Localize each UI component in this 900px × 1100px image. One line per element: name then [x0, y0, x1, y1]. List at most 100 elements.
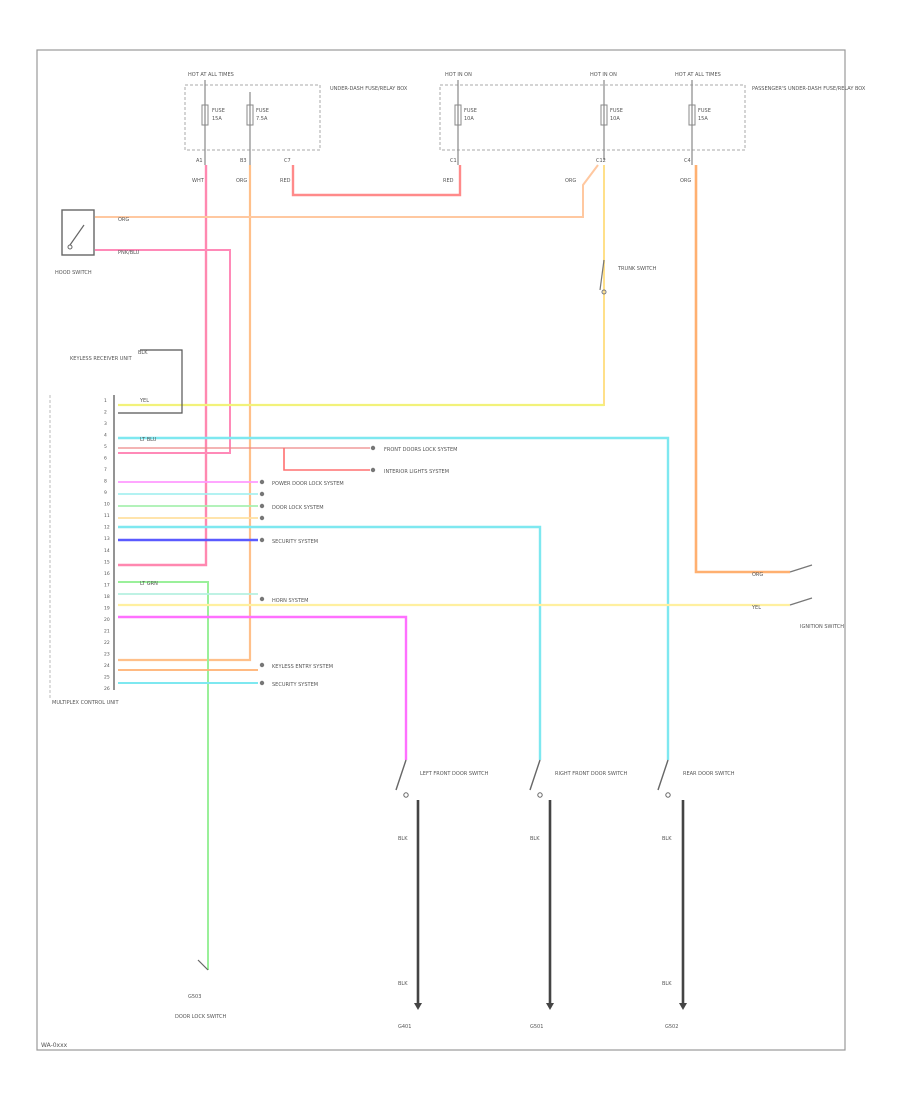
module-pin-number: 21: [104, 628, 110, 634]
connector-dot: [259, 680, 265, 686]
door-switch-label: REAR DOOR SWITCH: [683, 771, 735, 777]
fuse-box-under-dash: HOT AT ALL TIMES FUSE 15A FUSE 7.5A UNDE…: [184, 72, 408, 165]
terminal-label: A1: [196, 158, 203, 164]
module-pin-number: 20: [104, 617, 110, 623]
fuse-box-passenger: HOT IN ON HOT IN ON HOT AT ALL TIMES FUS…: [439, 72, 866, 165]
branch-label: DOOR LOCK SYSTEM: [272, 505, 324, 511]
fuse-box-5-caption: PASSENGER'S UNDER-DASH FUSE/RELAY BOX: [752, 86, 866, 92]
fuse-1-amp: 15A: [212, 116, 222, 122]
wire-label: BLK: [398, 981, 408, 987]
fuse-3-label: FUSE: [464, 108, 477, 114]
wire-red-link: [291, 165, 462, 197]
terminal-label: C1: [450, 158, 457, 164]
door-switch-front-right: RIGHT FRONT DOOR SWITCH BLK G501: [529, 759, 628, 1030]
wire-label: ORG: [565, 178, 576, 184]
switch-contact-icon: [601, 289, 607, 295]
door-switch-rear: REAR DOOR SWITCH BLK BLK G502: [657, 759, 735, 1030]
connector-dot: [259, 515, 265, 521]
branch-label: SECURITY SYSTEM: [272, 539, 318, 545]
wire-label: RED: [443, 178, 454, 184]
module-pin-number: 10: [104, 502, 110, 508]
module-pin-number: 23: [104, 651, 110, 657]
wire-label: LT BLU: [140, 437, 157, 443]
module-pin-number: 8: [104, 479, 107, 485]
fuse-5-amp: 15A: [698, 116, 708, 122]
terminal-label: C7: [284, 158, 291, 164]
branch-label: INTERIOR LIGHTS SYSTEM: [384, 469, 449, 475]
module-pin-number: 26: [104, 686, 110, 692]
fuse-5-label: FUSE: [698, 108, 711, 114]
fuse-4-amp: 10A: [610, 116, 620, 122]
ground-icon: [414, 1003, 422, 1010]
hood-switch-label: HOOD SWITCH: [55, 270, 92, 276]
ground-label: G501: [530, 1024, 543, 1030]
terminal-label: C12: [596, 158, 606, 164]
fuse-icon: [201, 104, 209, 126]
wire-label: ORG: [236, 178, 247, 184]
ground-icon: [679, 1003, 687, 1010]
wire-label: ORG: [680, 178, 691, 184]
ground-label: G503: [188, 994, 201, 1000]
module-pin-number: 1: [104, 398, 107, 404]
ground-label: G401: [398, 1024, 411, 1030]
trunk-switch: TRUNK SWITCH: [599, 259, 657, 295]
fuse-icon: [600, 104, 608, 126]
module-pin-number: 3: [104, 421, 107, 427]
ground-label: G502: [665, 1024, 678, 1030]
wire-orange-ignition: [694, 165, 790, 574]
ignition-switch-label: IGNITION SWITCH: [800, 624, 844, 630]
diagram-frame: [36, 49, 846, 1051]
switch-contact-icon: [67, 244, 73, 250]
module-pin-number: 11: [104, 513, 110, 519]
module-connector: MULTIPLEX CONTROL UNIT: [49, 395, 119, 706]
wire-label: YEL: [139, 398, 149, 404]
wire-label: BLK: [662, 981, 672, 987]
module-pin-number: 13: [104, 536, 110, 542]
connector-dot: [259, 662, 265, 668]
wire-label: YEL: [751, 605, 761, 611]
connector-dot: [259, 479, 265, 485]
module-pin-number: 14: [104, 548, 110, 554]
switch-contact-icon: [665, 792, 671, 798]
wire-orange-hood: [95, 164, 599, 218]
fuse-box-4-top-label: HOT IN ON: [590, 72, 617, 78]
wire-magenta-front-left: [118, 615, 408, 760]
fuse-box-3-top-label: HOT IN ON: [445, 72, 472, 78]
wire-label: BLK: [662, 836, 672, 842]
branch-label: HORN SYSTEM: [272, 598, 308, 604]
wire-ltblu-rear: [118, 436, 670, 760]
footer-code: WA-0xxx: [41, 1042, 68, 1049]
fuse-icon: [688, 104, 696, 126]
branch-label: FRONT DOORS LOCK SYSTEM: [384, 447, 457, 453]
module-pin-number: 17: [104, 582, 110, 588]
fuse-box-1-top-label: HOT AT ALL TIMES: [188, 72, 234, 78]
terminal-label: B3: [240, 158, 247, 164]
module-pin-number: 6: [104, 456, 107, 462]
fuse-4-label: FUSE: [610, 108, 623, 114]
fuse-2-amp: 7.5A: [256, 116, 268, 122]
connector-dot: [259, 491, 265, 497]
wire-pink-hood: [95, 249, 231, 454]
branch-label: SECURITY SYSTEM: [272, 682, 318, 688]
module-pin-number: 2: [104, 410, 107, 416]
hood-switch: HOOD SWITCH: [55, 209, 95, 276]
wire-trunk-upper: [118, 165, 605, 406]
wire-branch-interior: [283, 448, 370, 471]
fuse-icon: [454, 104, 462, 126]
wire-label: BLK: [138, 350, 148, 356]
wire-label: RED: [280, 178, 291, 184]
module-pin-number: 22: [104, 640, 110, 646]
door-switch-label: LEFT FRONT DOOR SWITCH: [420, 771, 489, 777]
module-pin-numbers: 1234567891011121314151617181920212223242…: [104, 398, 110, 692]
door-lock-switch: G503 DOOR LOCK SWITCH: [175, 959, 227, 1020]
wire-label: WHT: [192, 178, 205, 184]
fuse-box-1-caption: UNDER-DASH FUSE/RELAY BOX: [330, 86, 408, 92]
module-pin-number: 19: [104, 605, 110, 611]
fuse-2-label: FUSE: [256, 108, 269, 114]
wire-pink-main: [118, 165, 208, 567]
connector-dot: [259, 596, 265, 602]
key-unit-caption: KEYLESS RECEIVER UNIT: [70, 356, 133, 362]
module-pin-number: 25: [104, 675, 110, 681]
module-pin-number: 12: [104, 525, 110, 531]
